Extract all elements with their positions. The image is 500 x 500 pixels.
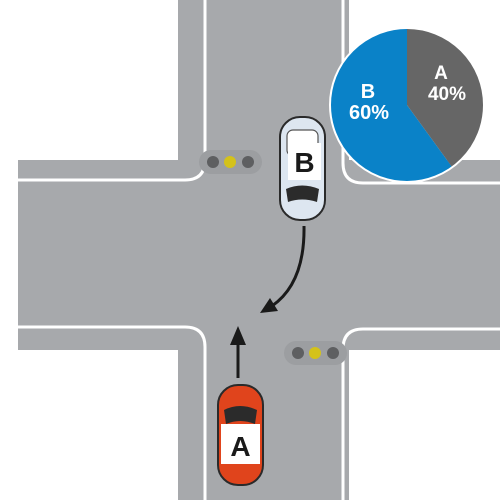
pie-slice-a — [407, 28, 484, 168]
signal-lamp-right — [327, 347, 339, 359]
car-a-windshield — [224, 406, 257, 424]
turn-arrow-icon — [260, 225, 306, 313]
traffic-signal-icon — [284, 341, 347, 365]
car-a-label: A — [230, 431, 250, 462]
signal-lamp-amber — [309, 347, 321, 359]
pie-outline — [329, 27, 485, 183]
car-b-label-box — [288, 143, 321, 180]
signal-lamp-amber — [224, 156, 236, 168]
car-b-label: B — [294, 147, 314, 178]
signal-lamp-left — [207, 156, 219, 168]
pie-label-b-percent: 60% — [349, 102, 389, 124]
fault-ratio-pie: B 60% A 40% — [329, 27, 485, 183]
curb-bottom-right — [341, 327, 500, 500]
signal-lamp-left — [292, 347, 304, 359]
car-a-label-box — [221, 424, 260, 464]
straight-arrow-icon — [230, 326, 246, 378]
car-icon: A — [217, 384, 264, 486]
pie-label-b-party: B — [361, 81, 375, 103]
pie-slice-b — [330, 28, 453, 182]
road-horizontal — [18, 160, 500, 350]
car-b-windshield — [286, 185, 319, 202]
curb-top-left — [18, 0, 207, 182]
signal-lamp-right — [242, 156, 254, 168]
traffic-signal-icon — [199, 150, 262, 174]
curb-top-right — [341, 0, 500, 185]
car-icon: B — [279, 116, 326, 221]
pie-label-a-party: A — [434, 63, 448, 84]
curb-bottom-left — [18, 325, 207, 500]
pie-label-a-percent: 40% — [428, 84, 466, 105]
